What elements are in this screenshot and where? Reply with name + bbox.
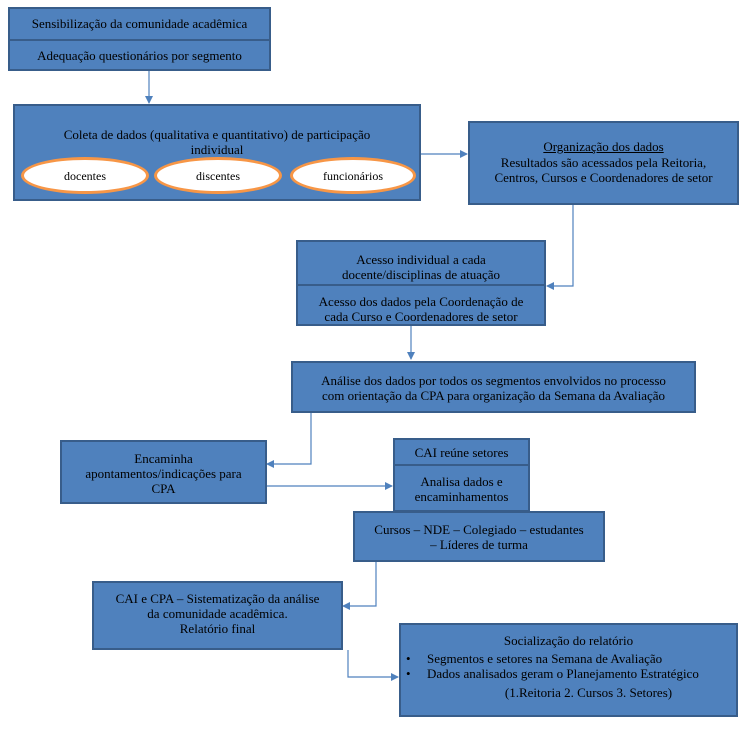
text-coleta-title: Coleta de dados (qualitativa e quantitat… — [63, 127, 371, 157]
text-socializacao-footer: (1.Reitoria 2. Cursos 3. Setores) — [504, 685, 673, 700]
text-cursos: Cursos – NDE – Colegiado – estudantes – … — [374, 522, 584, 552]
box-cursos: Cursos – NDE – Colegiado – estudantes – … — [353, 511, 605, 562]
text-funcionarios: funcionários — [323, 168, 383, 183]
text-organizacao-title: Organização dos dados — [543, 139, 664, 154]
bullet-item: Dados analisados geram o Planejamento Es… — [401, 666, 734, 681]
oval-docentes: docentes — [21, 157, 149, 194]
arrow-analise-to-encaminha — [266, 413, 312, 468]
box-analise: Análise dos dados por todos os segmentos… — [291, 361, 696, 413]
text-organizacao-body: Resultados são acessados pela Reitoria, … — [494, 155, 713, 185]
box-acesso-individual: Acesso individual a cada docente/discipl… — [296, 240, 546, 286]
text-cai-reune: CAI reúne setores — [414, 445, 509, 460]
box-adequacao: Adequação questionários por segmento — [8, 39, 271, 71]
box-sensibilizacao: Sensibilização da comunidade acadêmica — [8, 7, 271, 41]
bullet-item: Segmentos e setores na Semana de Avaliaç… — [401, 651, 734, 666]
text-encaminha: Encaminha apontamentos/indicações para C… — [85, 451, 242, 496]
text-docentes: docentes — [64, 168, 106, 183]
box-acesso-coordenacao: Acesso dos dados pela Coordenação de cad… — [296, 284, 546, 326]
arrow-sistematizacao-to-socializacao — [347, 650, 399, 681]
box-encaminha: Encaminha apontamentos/indicações para C… — [60, 440, 267, 504]
text-acesso-individual: Acesso individual a cada docente/discipl… — [341, 252, 501, 282]
text-sistematizacao: CAI e CPA – Sistematização da análise da… — [115, 591, 320, 636]
arrow-cursos-to-sistematizacao — [342, 562, 377, 610]
text-adequacao: Adequação questionários por segmento — [37, 48, 242, 63]
text-discentes: discentes — [196, 168, 240, 183]
text-sensibilizacao: Sensibilização da comunidade acadêmica — [31, 16, 248, 31]
box-organizacao: Organização dos dados Resultados são ace… — [468, 121, 739, 205]
text-socializacao-title: Socialização do relatório — [503, 633, 634, 648]
text-analise: Análise dos dados por todos os segmentos… — [321, 373, 666, 403]
box-analisa: Analisa dados e encaminhamentos — [393, 464, 530, 512]
socializacao-bullets: Segmentos e setores na Semana de Avaliaç… — [401, 651, 734, 681]
box-coleta: Coleta de dados (qualitativa e quantitat… — [13, 104, 421, 201]
box-cai-reune: CAI reúne setores — [393, 438, 530, 466]
box-sistematizacao: CAI e CPA – Sistematização da análise da… — [92, 581, 343, 650]
box-socializacao: Socialização do relatório Segmentos e se… — [399, 623, 738, 717]
oval-discentes: discentes — [154, 157, 282, 194]
text-acesso-coordenacao: Acesso dos dados pela Coordenação de cad… — [318, 294, 524, 324]
oval-funcionarios: funcionários — [290, 157, 416, 194]
text-analisa: Analisa dados e encaminhamentos — [414, 474, 509, 504]
arrow-organizacao-to-acesso — [546, 205, 574, 290]
